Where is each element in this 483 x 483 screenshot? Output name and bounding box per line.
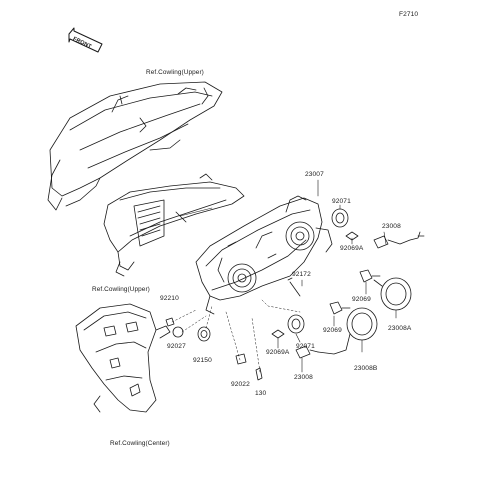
hardware-guides (171, 299, 301, 373)
upper-cowling-top (47, 81, 223, 211)
part-92071-mid: 92071 (296, 343, 315, 350)
part-130: 130 (255, 390, 267, 397)
part-92069-mid: 92069 (323, 327, 342, 334)
part-92069: 92069 (352, 296, 371, 303)
upper-cowling-mid (103, 173, 245, 277)
part-92022: 92022 (231, 381, 250, 388)
part-23008-top: 23008 (382, 223, 401, 230)
part-23008B: 23008B (354, 365, 378, 372)
part-23008-low: 23008 (294, 374, 313, 381)
figure-code: F2710 (399, 11, 419, 18)
part-92071-top: 92071 (332, 198, 351, 205)
part-92027: 92027 (167, 343, 186, 350)
part-23008A: 23008A (388, 325, 412, 332)
mounting-hardware (165, 317, 263, 381)
part-92069A-top: 92069A (340, 245, 364, 252)
part-92210: 92210 (160, 295, 179, 302)
part-92150: 92150 (193, 357, 212, 364)
part-23007: 23007 (305, 171, 324, 178)
part-92172: 92172 (292, 271, 311, 278)
ref-cowling-upper-top: Ref.Cowling(Upper) (146, 69, 204, 76)
ref-cowling-upper-mid: Ref.Cowling(Upper) (92, 286, 150, 293)
headlight-assembly (195, 195, 333, 315)
leader-lines (179, 179, 397, 373)
small-parts (271, 208, 425, 359)
front-arrow-icon (68, 27, 103, 53)
ref-cowling-center: Ref.Cowling(Center) (110, 440, 170, 447)
part-92069A-low: 92069A (266, 349, 290, 356)
center-cowling (75, 303, 171, 413)
